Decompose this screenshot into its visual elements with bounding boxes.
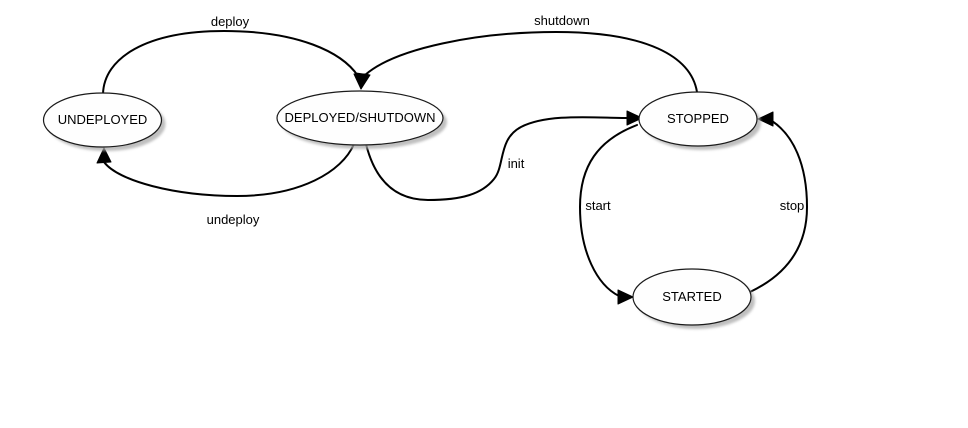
state-stopped-label: STOPPED	[667, 111, 729, 126]
arrowhead-left-icon	[757, 111, 774, 127]
state-undeployed: UNDEPLOYED	[42, 92, 166, 151]
state-ellipse	[632, 268, 752, 326]
transition-deploy-label: deploy	[211, 14, 250, 29]
state-ellipse	[42, 92, 163, 148]
transition-shutdown-path	[364, 30, 698, 93]
transition-init-label: init	[508, 156, 525, 171]
arrowhead-down-icon	[355, 72, 371, 90]
state-ellipse	[638, 91, 758, 147]
transition-stop: stop	[749, 111, 809, 293]
transition-deploy: deploy	[102, 14, 369, 95]
transition-deploy-path	[102, 29, 359, 95]
state-undeployed-label: UNDEPLOYED	[58, 112, 148, 127]
arrowhead-right-icon	[617, 289, 634, 305]
arrowhead-up-icon	[96, 147, 112, 164]
transition-undeploy-path	[103, 143, 355, 198]
transition-start: start	[578, 124, 638, 305]
transition-stop-label: stop	[780, 198, 805, 213]
transition-stop-path	[749, 120, 809, 293]
transition-init-path	[365, 116, 629, 202]
transition-start-path	[578, 124, 638, 297]
state-started-label: STARTED	[662, 289, 721, 304]
transition-init: init	[365, 110, 643, 202]
transition-shutdown-label: shutdown	[534, 13, 590, 28]
state-started: STARTED	[632, 268, 755, 329]
transition-start-label: start	[585, 198, 611, 213]
transition-shutdown: shutdown	[355, 13, 698, 93]
state-stopped: STOPPED	[638, 91, 761, 150]
transition-undeploy-label: undeploy	[207, 212, 260, 227]
transition-undeploy: undeploy	[96, 143, 355, 227]
state-deployed-shutdown: DEPLOYED/SHUTDOWN	[276, 90, 447, 149]
arrowhead-right-icon	[626, 110, 643, 126]
state-deployed-shutdown-label: DEPLOYED/SHUTDOWN	[285, 110, 436, 125]
state-ellipse	[276, 90, 444, 146]
